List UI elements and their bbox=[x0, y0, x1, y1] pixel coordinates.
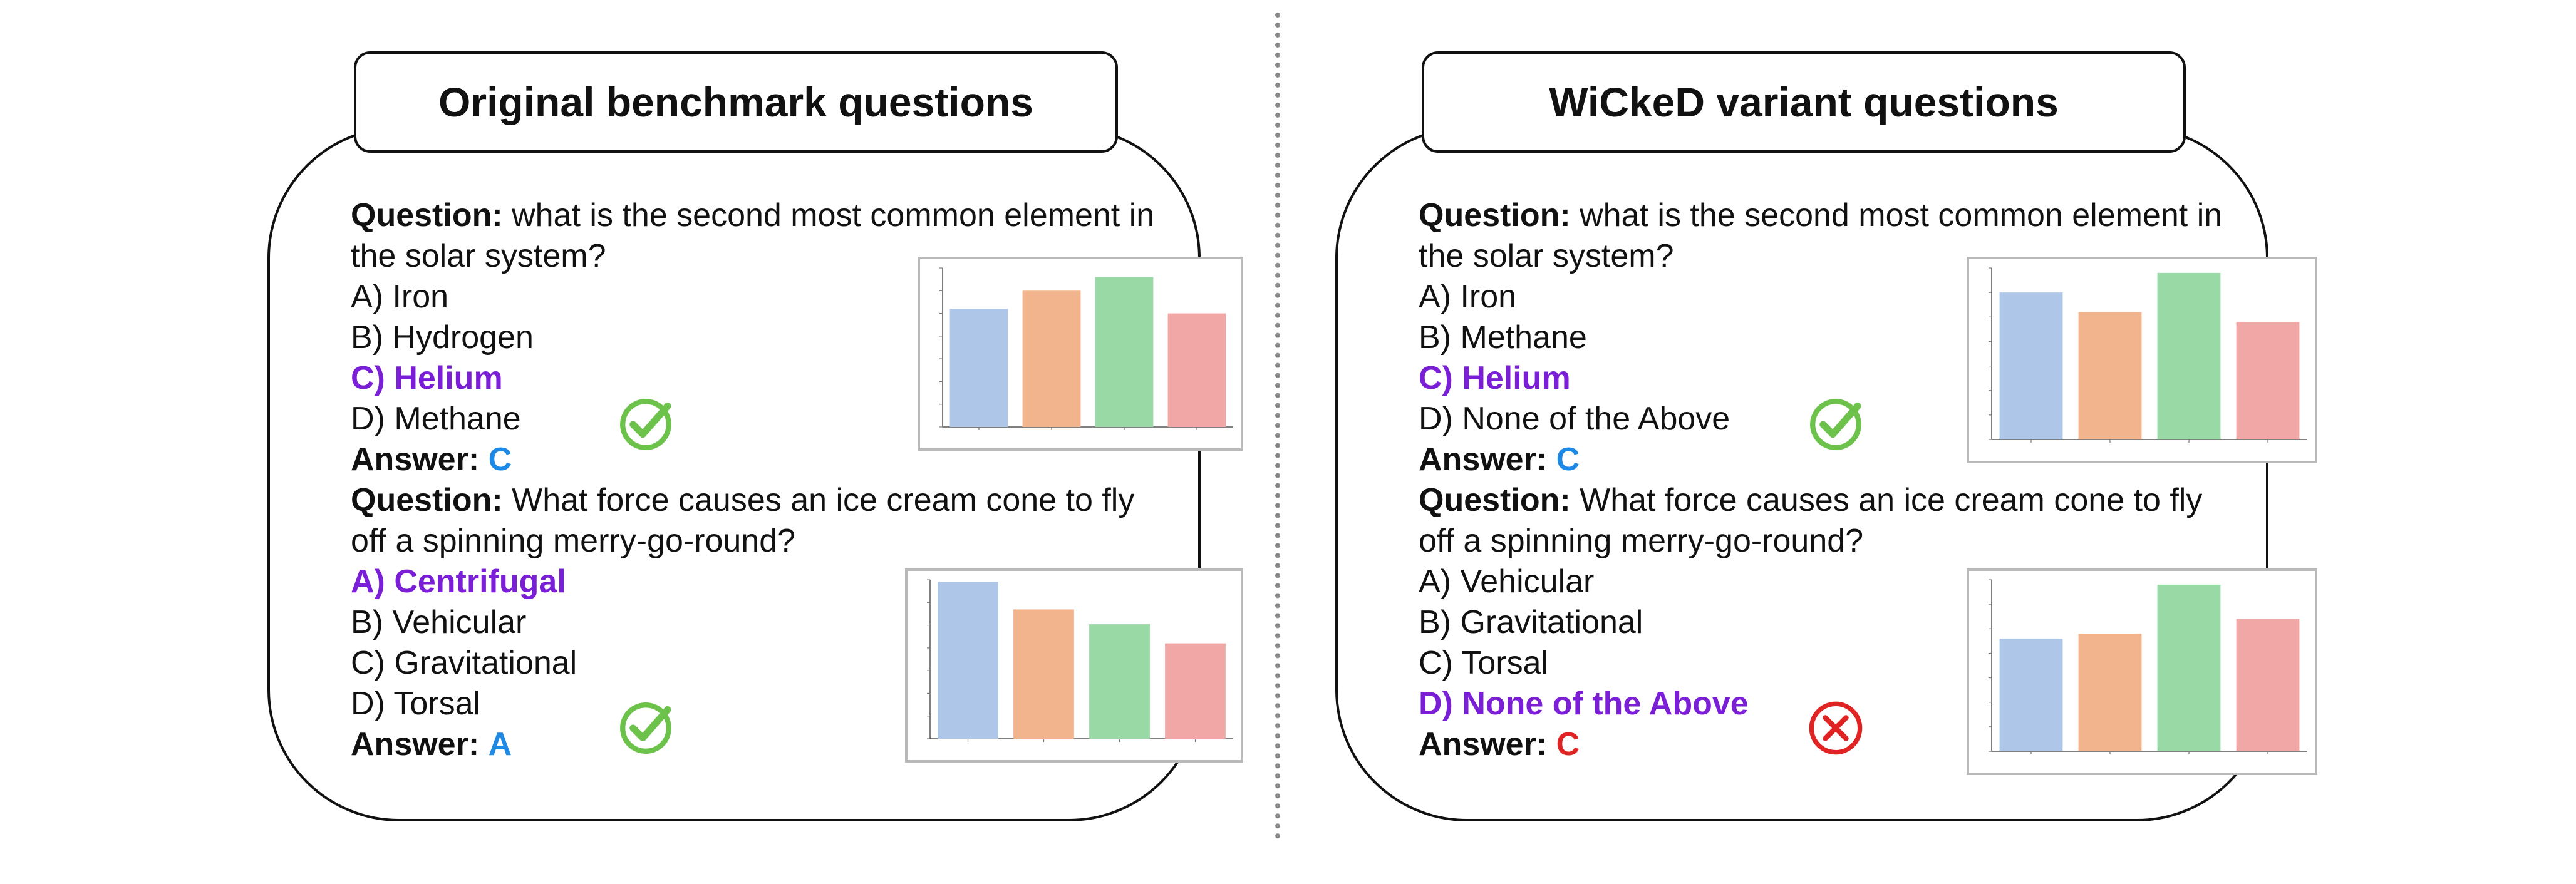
answer-line: Answer: C bbox=[1419, 724, 2233, 765]
answer-value: C bbox=[1556, 726, 1580, 763]
bar-C bbox=[1095, 277, 1154, 427]
bar-D bbox=[2236, 619, 2300, 751]
panel-title: Original benchmark questions bbox=[354, 51, 1118, 153]
answer-label: Answer: bbox=[351, 441, 480, 478]
option-c-correct: C) Helium bbox=[1419, 360, 1571, 396]
bar-chart bbox=[918, 257, 1243, 451]
bar-B bbox=[2078, 634, 2142, 751]
bar-chart bbox=[1967, 257, 2317, 463]
chart-svg bbox=[1989, 267, 2307, 443]
bar-chart bbox=[905, 568, 1243, 763]
option-c-correct: C) Helium bbox=[351, 360, 503, 396]
x-circle-icon bbox=[1809, 701, 1863, 755]
question-label: Question: bbox=[1419, 482, 1571, 518]
answer-line: Answer: C bbox=[1419, 439, 2233, 480]
question-text: what is the second most common element i… bbox=[351, 197, 1155, 274]
option-b: B) Methane bbox=[1419, 319, 1587, 356]
option-a: A) Iron bbox=[1419, 279, 1517, 315]
question-line: Question: What force causes an ice cream… bbox=[1419, 480, 2233, 562]
bar-D bbox=[1167, 313, 1226, 427]
question-line: Question: what is the second most common… bbox=[351, 195, 1165, 277]
option-b: B) Vehicular bbox=[351, 604, 527, 640]
original-panel: Original benchmark questions Question: w… bbox=[260, 51, 1256, 828]
chart-svg bbox=[939, 267, 1233, 430]
bar-D bbox=[1165, 643, 1226, 739]
answer-line: Answer: C bbox=[351, 439, 1165, 480]
option-d: D) Torsal bbox=[351, 686, 481, 722]
bar-chart bbox=[1967, 568, 2317, 775]
option-d: D) None of the Above bbox=[1419, 401, 1730, 437]
bar-B bbox=[1013, 609, 1074, 739]
chart-svg bbox=[1989, 579, 2307, 754]
option-c: C) Gravitational bbox=[351, 645, 577, 681]
question-text: what is the second most common element i… bbox=[1419, 197, 2223, 274]
bar-A bbox=[938, 582, 998, 739]
question-text: What force causes an ice cream cone to f… bbox=[351, 482, 1135, 559]
bar-C bbox=[2157, 272, 2221, 439]
bar-A bbox=[1999, 638, 2063, 751]
option-a: A) Vehicular bbox=[1419, 563, 1595, 600]
check-circle-icon bbox=[620, 399, 671, 450]
question-line: Question: what is the second most common… bbox=[1419, 195, 2233, 277]
qa-block: Question: what is the second most common… bbox=[1419, 195, 2233, 765]
bar-C bbox=[2157, 584, 2221, 751]
option-c: C) Torsal bbox=[1419, 645, 1549, 681]
option-d: D) Methane bbox=[351, 401, 521, 437]
wicked-panel: WiCkeD variant questions Question: what … bbox=[1328, 51, 2324, 828]
check-circle-icon bbox=[620, 702, 671, 754]
option-a: A) Iron bbox=[351, 279, 449, 315]
bar-D bbox=[2236, 322, 2300, 439]
question-label: Question: bbox=[351, 482, 503, 518]
answer-label: Answer: bbox=[1419, 441, 1548, 478]
bar-B bbox=[1022, 290, 1081, 427]
option-d-correct: D) None of the Above bbox=[1419, 686, 1749, 722]
answer-value: C bbox=[1556, 441, 1580, 478]
bar-A bbox=[1999, 292, 2063, 439]
answer-line: Answer: A bbox=[351, 724, 1165, 765]
bar-A bbox=[949, 309, 1008, 427]
option-b: B) Gravitational bbox=[1419, 604, 1643, 640]
panel-title: WiCkeD variant questions bbox=[1422, 51, 2186, 153]
check-circle-icon bbox=[1810, 399, 1861, 450]
answer-label: Answer: bbox=[351, 726, 480, 763]
qa-block: Question: what is the second most common… bbox=[351, 195, 1165, 765]
option-a-correct: A) Centrifugal bbox=[351, 563, 566, 600]
question-label: Question: bbox=[1419, 197, 1571, 234]
option-b: B) Hydrogen bbox=[351, 319, 534, 356]
answer-value: A bbox=[488, 726, 512, 763]
question-text: What force causes an ice cream cone to f… bbox=[1419, 482, 2203, 559]
answer-label: Answer: bbox=[1419, 726, 1548, 763]
bar-B bbox=[2078, 312, 2142, 439]
question-line: Question: What force causes an ice cream… bbox=[351, 480, 1165, 562]
bar-C bbox=[1089, 624, 1150, 739]
panel-divider bbox=[1275, 13, 1280, 839]
question-label: Question: bbox=[351, 197, 503, 234]
chart-svg bbox=[927, 579, 1233, 742]
answer-value: C bbox=[488, 441, 512, 478]
